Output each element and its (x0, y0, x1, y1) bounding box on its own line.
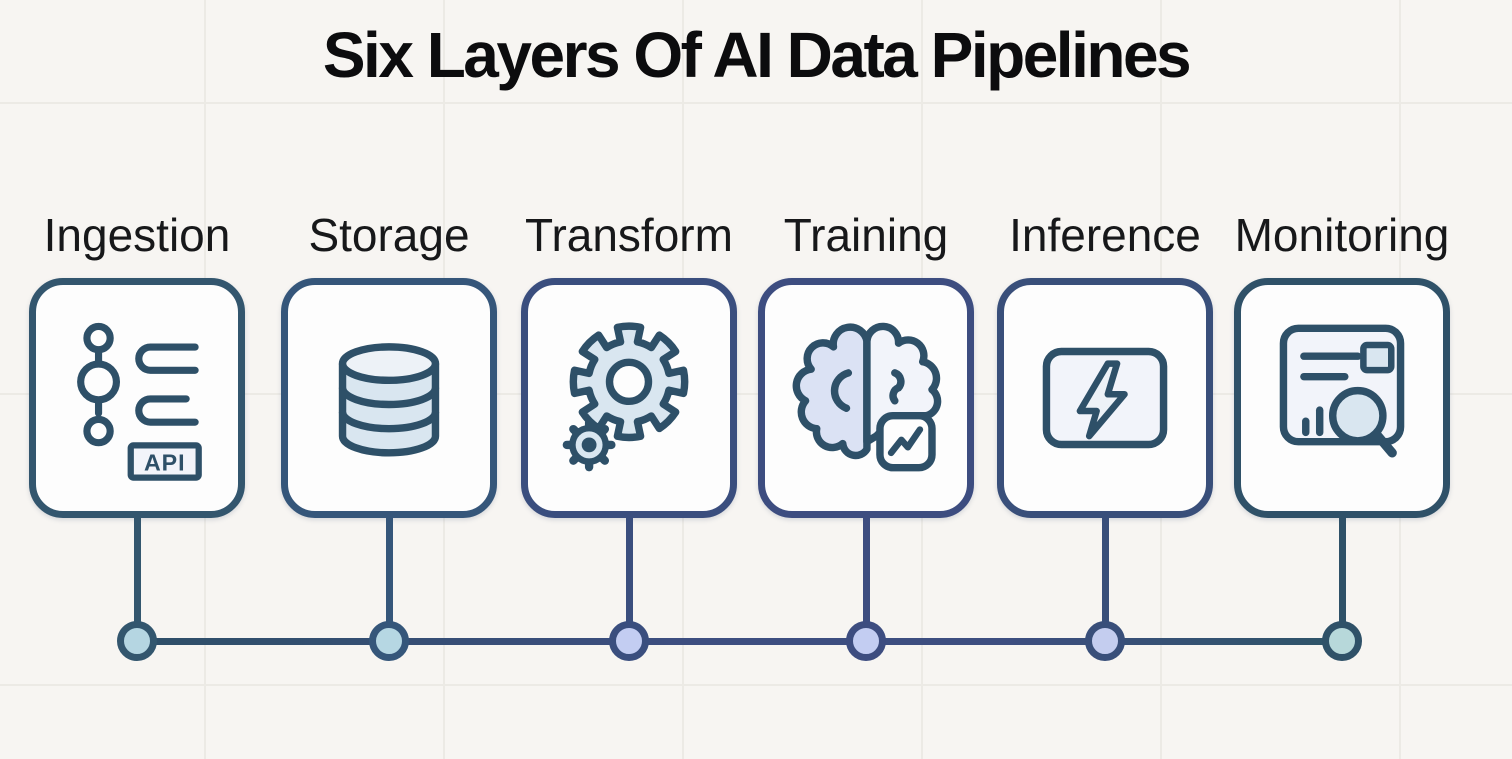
layer-card-ingestion: API (29, 278, 245, 518)
lightning-icon (1042, 347, 1168, 449)
page-title: Six Layers Of AI Data Pipelines (322, 19, 1192, 91)
layer-label-storage: Storage (308, 209, 470, 261)
timeline-node-training (846, 621, 886, 661)
connector-storage (386, 516, 393, 642)
connector-ingestion (134, 516, 141, 642)
layer-card-transform (521, 278, 737, 518)
layer-card-monitoring (1234, 278, 1450, 518)
connector-inference (1102, 516, 1109, 642)
layer-card-training (758, 278, 974, 518)
connector-training (863, 516, 870, 642)
layer-card-inference (997, 278, 1213, 518)
timeline-node-ingestion (117, 621, 157, 661)
api-flow-icon: API (77, 322, 202, 481)
connector-transform (626, 516, 633, 642)
grid-line (0, 684, 1512, 686)
dashboard-search-icon (1279, 324, 1405, 458)
timeline-rail (137, 638, 1342, 645)
layer-label-ingestion: Ingestion (43, 209, 231, 261)
grid-line (0, 393, 1512, 395)
connector-monitoring (1339, 516, 1346, 642)
gears-icon (562, 321, 689, 471)
grid-line (0, 102, 1512, 104)
layer-card-storage (281, 278, 497, 518)
layer-label-inference: Inference (1009, 209, 1201, 261)
layer-label-transform: Transform (525, 209, 733, 261)
api-badge: API (144, 449, 185, 475)
timeline-node-monitoring (1322, 621, 1362, 661)
layer-label-monitoring: Monitoring (1234, 209, 1450, 261)
layer-label-training: Training (783, 209, 949, 261)
timeline-node-storage (369, 621, 409, 661)
timeline-node-transform (609, 621, 649, 661)
database-icon (338, 343, 440, 457)
brain-chart-icon (792, 322, 942, 472)
timeline-node-inference (1085, 621, 1125, 661)
